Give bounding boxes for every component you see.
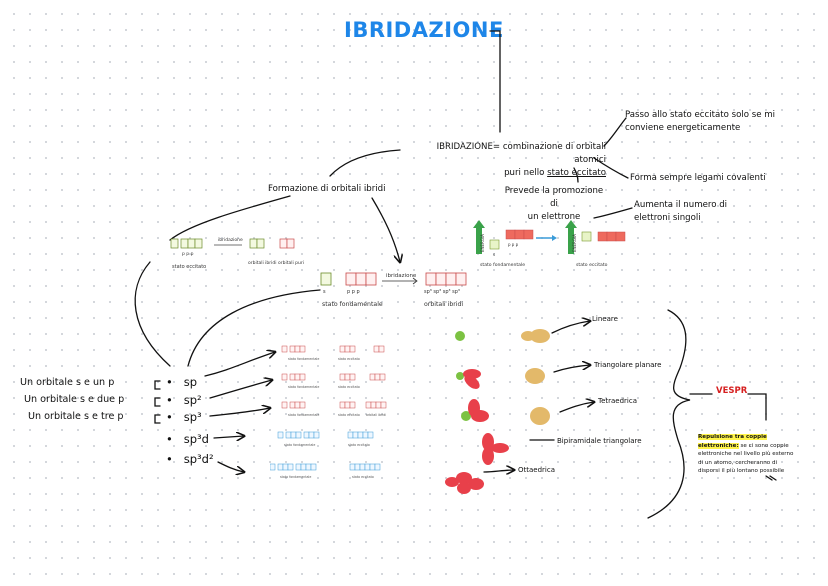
planare-arrow (553, 365, 590, 373)
vespr-label: VESPR (716, 386, 748, 396)
diagram-hybridization: ibridazione s p p p sp³ sp³ sp³ sp³ stat… (320, 272, 467, 308)
geometry-bipiramidale: Bipiramidale triangolare (557, 437, 642, 445)
vespr-line-right (747, 393, 767, 421)
svg-text:orbitali ibridi: orbitali ibridi (366, 413, 386, 417)
svg-text:ibridazione: ibridazione (386, 273, 417, 279)
svg-text:s: s (493, 252, 495, 257)
tetra-arrow (559, 402, 594, 413)
geometry-planare: Triangolare planare (594, 361, 662, 369)
hybrid-orbitals-label: orbitali ibridi (424, 301, 463, 308)
svg-text:orbitali ibridi: orbitali ibridi (248, 260, 276, 266)
otta-arrow (483, 470, 514, 472)
tail-mark (765, 475, 777, 481)
bullet-sp2: • sp² (166, 393, 202, 407)
ground-state-label: stato fondamentale (322, 301, 383, 308)
note-excited: Passo allo stato eccitato solo se mi con… (625, 110, 775, 133)
vespr-text: se ci sono coppie elettroniche nel livel… (698, 442, 794, 475)
svg-text:stato fondamentale: stato fondamentale (288, 385, 319, 389)
bullet-sp3d2: • sp³d² (166, 452, 214, 466)
sp3d-arrow (213, 436, 244, 438)
sp2-arrow (209, 380, 272, 399)
page-title: IBRIDAZIONE (344, 18, 504, 42)
ibridazione-label-small: ibridazione (218, 237, 243, 243)
diagram-excited-state: ibridazione p p p stato eccitato orbital… (170, 237, 304, 270)
svg-text:stato fondamentale: stato fondamentale (288, 413, 319, 417)
title-connector (489, 30, 501, 133)
geometry-ottaedrica: Ottaedrica (518, 466, 555, 474)
note-singles: Aumenta il numero di elettroni singoli (634, 200, 728, 223)
sp3-arrow (209, 408, 270, 417)
desc-sp2: Un orbitale s e due p (24, 394, 125, 405)
excited-note-line (603, 117, 627, 147)
center-diagram-curve (187, 289, 321, 367)
hybrid-rows-diagram: stato fondamentale stato eccitato stato … (270, 345, 386, 479)
bullet-sp: • sp (166, 375, 198, 389)
singles-line (593, 207, 633, 219)
geometry-tetraedrica: Tetraedrica (598, 397, 638, 405)
desc-sp3: Un orbitale s e tre p (28, 411, 124, 422)
definition-line1: IBRIDAZIONE= combinazione di orbitali at… (436, 142, 606, 165)
note-covalent: Forma sempre legami covalenti (630, 173, 766, 183)
formation-left (169, 195, 291, 241)
formation-right (371, 197, 400, 262)
lineare-arrow (551, 321, 590, 334)
svg-text:stato fondamentale: stato fondamentale (284, 443, 315, 447)
excited-state-label: stato eccitato (172, 264, 206, 270)
sp3d2-arrow (217, 461, 244, 472)
vespr-description: Repulsione tra coppie elettroniche: se c… (698, 433, 798, 476)
stato-eccitato-underlined: stato eccitato (547, 168, 606, 178)
bullet-sp3: • sp³ (166, 410, 202, 424)
energy-label-1: ENERGIA (480, 234, 485, 252)
geometry-lineare: Lineare (592, 315, 618, 323)
definition-block: IBRIDAZIONE= combinazione di orbitali at… (406, 141, 606, 180)
left-diagram-curve (134, 261, 171, 367)
bracket-2 (154, 397, 161, 407)
svg-text:stato eccitato: stato eccitato (338, 357, 360, 361)
svg-text:sp³ sp³ sp³ sp³: sp³ sp³ sp³ sp³ (424, 289, 460, 295)
svg-text:s: s (323, 289, 326, 295)
svg-text:p p p: p p p (347, 289, 360, 295)
svg-text:stato eccitato: stato eccitato (352, 475, 374, 479)
svg-text:stato eccitato: stato eccitato (348, 443, 370, 447)
svg-text:orbitali puri: orbitali puri (278, 260, 304, 266)
note-promotion: Prevede la promozione di un elettrone (504, 186, 604, 222)
bracket-1 (154, 380, 161, 390)
covalent-note-line (593, 157, 629, 179)
svg-text:stato fondamentale: stato fondamentale (288, 357, 319, 361)
svg-text:p p p: p p p (182, 252, 194, 257)
svg-text:stato eccitato: stato eccitato (338, 413, 360, 417)
definition-line2: puri nello stato eccitato (504, 168, 606, 178)
desc-sp: Un orbitale s e un p (20, 377, 115, 388)
svg-text:stato eccitato: stato eccitato (576, 262, 608, 268)
orbital-shapes (445, 329, 550, 494)
bracket-3 (154, 414, 161, 424)
big-brace (647, 309, 691, 519)
promotion-line (573, 167, 579, 183)
energy-label-2: ENERGIA (572, 234, 577, 252)
svg-text:stato fondamentale: stato fondamentale (480, 262, 525, 268)
note-formation: Formazione di orbitali ibridi (268, 184, 386, 194)
svg-text:stato eccitato: stato eccitato (338, 385, 360, 389)
diagram-energy-promotion: ENERGIA s p p p stato fondamentale ENERG… (473, 220, 626, 268)
bullet-sp3d: • sp³d (166, 432, 209, 446)
svg-text:p p p: p p p (508, 242, 519, 247)
sp-arrow (204, 352, 275, 377)
svg-text:stato fondamentale: stato fondamentale (280, 475, 311, 479)
formation-arc (329, 149, 401, 177)
